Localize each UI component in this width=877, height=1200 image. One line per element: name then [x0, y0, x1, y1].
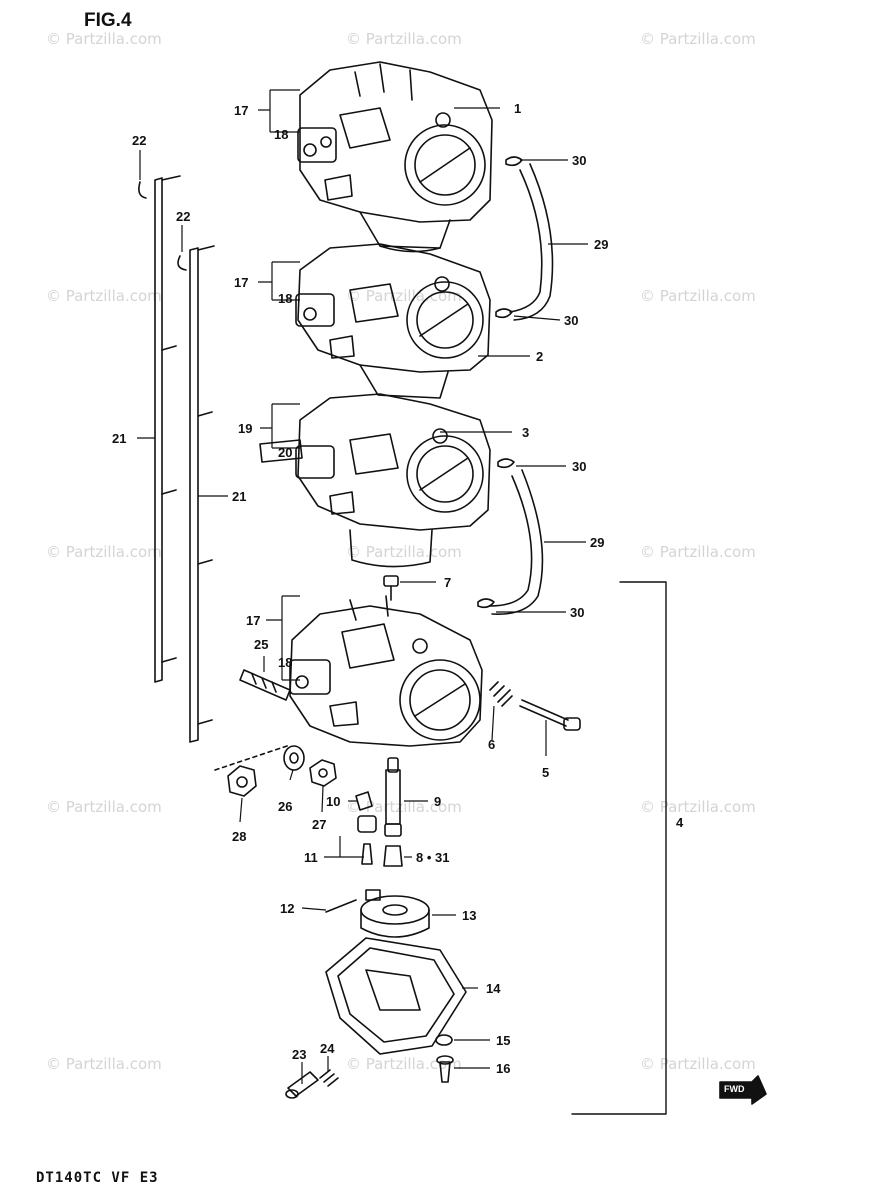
- carburetor-1: [297, 61, 493, 253]
- callout-17: 17: [234, 103, 249, 118]
- callout-22: 22: [176, 209, 191, 224]
- callout-22: 22: [132, 133, 147, 148]
- watermark: © Partzilla.com: [46, 543, 162, 561]
- callout-4: 4: [676, 815, 684, 830]
- needle-jet: [384, 757, 402, 837]
- drain-screw: [436, 1055, 454, 1083]
- spring-24: [319, 1069, 339, 1087]
- callout-21: 21: [232, 489, 247, 504]
- assembly-line: [214, 744, 291, 771]
- callout-14: 14: [486, 981, 501, 996]
- clip-22-lower: [177, 255, 187, 271]
- callout-19: 19: [238, 421, 253, 436]
- watermark: © Partzilla.com: [640, 798, 756, 816]
- carburetor-3: [259, 393, 491, 568]
- callout-10: 10: [326, 794, 341, 809]
- callout-26: 26: [278, 799, 293, 814]
- nut-27: [309, 759, 337, 787]
- screw-23: [285, 1071, 319, 1099]
- callout-28: 28: [232, 829, 247, 844]
- model-code: DT140TC VF E3: [36, 1170, 159, 1186]
- nut-28: [227, 765, 257, 797]
- hose-clamp: [497, 458, 515, 469]
- callout-30: 30: [570, 605, 585, 620]
- watermark: © Partzilla.com: [640, 1055, 756, 1073]
- callout-30: 30: [572, 153, 587, 168]
- fuel-hose-upper: [509, 163, 554, 321]
- callout-24: 24: [320, 1041, 335, 1056]
- watermark: © Partzilla.com: [346, 287, 462, 305]
- washer-26: [283, 745, 305, 771]
- hose-clamp: [477, 598, 495, 609]
- watermark: © Partzilla.com: [640, 543, 756, 561]
- callout-21: 21: [112, 431, 127, 446]
- watermark: © Partzilla.com: [346, 1055, 462, 1073]
- callout-1: 1: [514, 101, 522, 116]
- float-pin: [325, 899, 357, 913]
- callout-29: 29: [590, 535, 605, 550]
- carburetor-4: [289, 595, 483, 747]
- main-jet: [383, 845, 403, 867]
- fwd-arrow-icon: [719, 1075, 767, 1105]
- watermark: © Partzilla.com: [640, 287, 756, 305]
- pilot-screw: [239, 669, 291, 701]
- watermark: © Partzilla.com: [46, 1055, 162, 1073]
- callout-29: 29: [594, 237, 609, 252]
- watermark: © Partzilla.com: [46, 287, 162, 305]
- callout-2: 2: [536, 349, 544, 364]
- callout-18: 18: [278, 655, 293, 670]
- assembly-bracket: [571, 581, 667, 1115]
- callout-5: 5: [542, 765, 550, 780]
- callout-25: 25: [254, 637, 269, 652]
- callout-11: 11: [304, 850, 318, 865]
- fwd-label: FWD: [724, 1084, 745, 1094]
- callout-12: 12: [280, 901, 295, 916]
- float: [360, 889, 430, 938]
- callout-15: 15: [496, 1033, 511, 1048]
- callout-6: 6: [488, 737, 496, 752]
- callout-17: 17: [246, 613, 261, 628]
- watermark: © Partzilla.com: [640, 30, 756, 48]
- hose-clamp: [495, 308, 513, 319]
- drain-gasket: [435, 1034, 453, 1046]
- float-bowl: [325, 937, 467, 1055]
- link-rod-left: [154, 175, 181, 683]
- callout-30: 30: [564, 313, 579, 328]
- watermark: © Partzilla.com: [346, 798, 462, 816]
- clip-22-upper: [138, 181, 147, 199]
- callout-9: 9: [434, 794, 442, 809]
- leader-lines: [137, 89, 588, 1084]
- hose-clamp: [505, 156, 523, 167]
- callout-3: 3: [522, 425, 530, 440]
- fuel-hose-lower: [489, 469, 544, 615]
- throttle-stop-screw: [519, 699, 581, 731]
- callout-20: 20: [278, 445, 293, 460]
- callout-18: 18: [274, 127, 289, 142]
- link-rod-right: [189, 245, 215, 743]
- callout-30: 30: [572, 459, 587, 474]
- watermark: © Partzilla.com: [346, 543, 462, 561]
- watermark: © Partzilla.com: [346, 30, 462, 48]
- watermark: © Partzilla.com: [46, 30, 162, 48]
- callout-16: 16: [496, 1061, 511, 1076]
- callout-7: 7: [444, 575, 452, 590]
- callout-8-31: 8 • 31: [416, 850, 450, 865]
- callout-27: 27: [312, 817, 327, 832]
- callout-23: 23: [292, 1047, 307, 1062]
- figure-title: FIG.4: [84, 10, 132, 31]
- callout-13: 13: [462, 908, 477, 923]
- callout-17: 17: [234, 275, 249, 290]
- carburetor-2: [295, 243, 491, 399]
- callout-18: 18: [278, 291, 293, 306]
- screw-7: [383, 575, 399, 601]
- jet-10: [355, 791, 373, 811]
- watermark: © Partzilla.com: [46, 798, 162, 816]
- spring-6: [489, 681, 513, 707]
